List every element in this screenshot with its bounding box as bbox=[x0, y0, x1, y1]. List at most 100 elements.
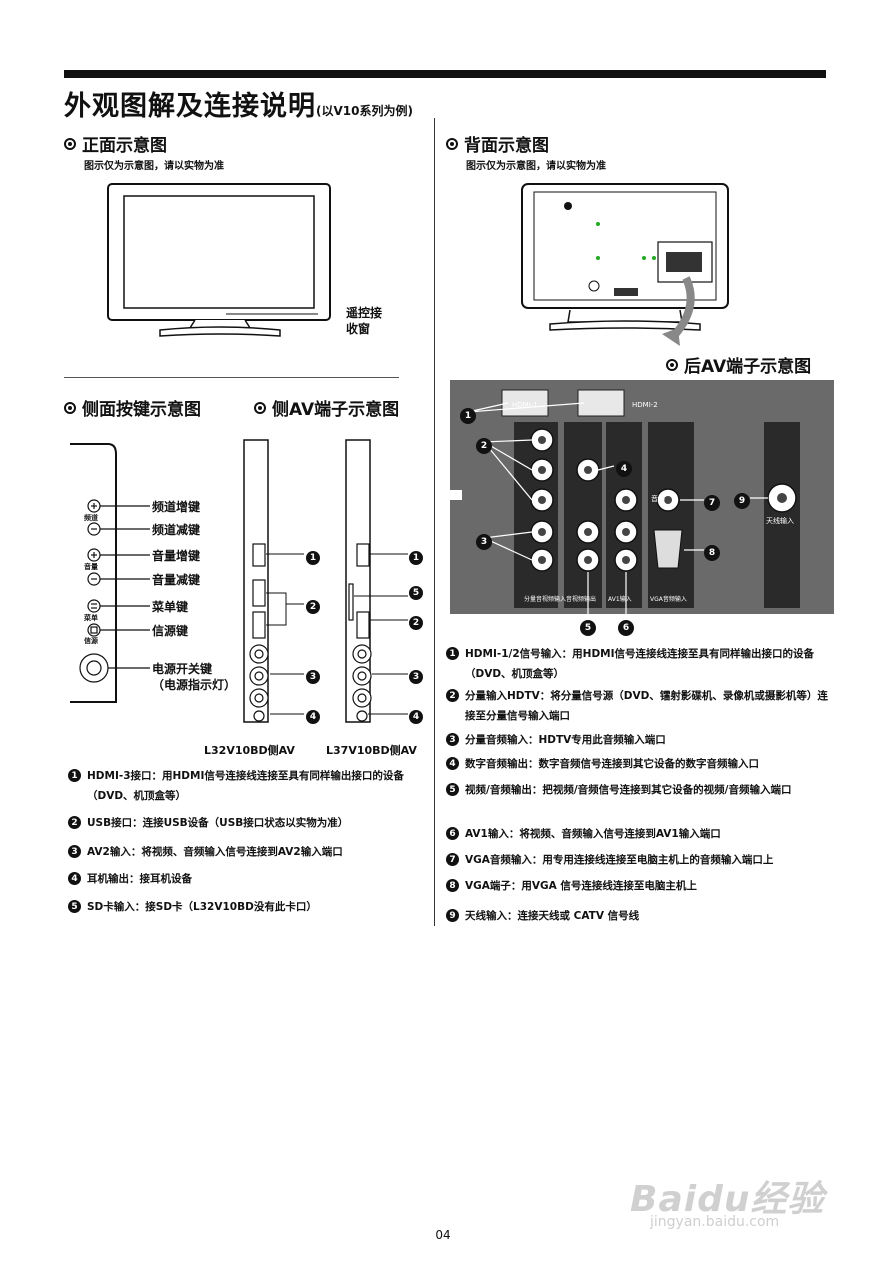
key-volume-down: 音量减键 bbox=[152, 573, 201, 587]
back-desc-8: 8 VGA端子：用VGA 信号连接线连接至电脑主机上 bbox=[446, 876, 838, 896]
label-source: 信源 bbox=[84, 637, 98, 645]
model-b-label: L37V10BD侧AV bbox=[326, 744, 417, 757]
callout-back-7: 7 bbox=[704, 495, 720, 511]
key-source: 信源键 bbox=[152, 624, 189, 638]
callout-back-4: 4 bbox=[616, 461, 632, 477]
callout-back-6: 6 bbox=[618, 620, 634, 636]
front-tv-illustration bbox=[107, 183, 331, 337]
panel-col2-label: 音视频输出 bbox=[566, 596, 597, 603]
desc-text: AV2输入：将视频、音频输入信号连接到AV2输入端口 bbox=[87, 846, 343, 858]
desc-num: 1 bbox=[68, 769, 81, 782]
callout-back-1: 1 bbox=[460, 408, 476, 424]
panel-col1-label: 分量音视频输入 bbox=[524, 596, 567, 603]
back-desc-9: 9 天线输入：连接天线或 CATV 信号线 bbox=[446, 906, 838, 926]
desc-num: 5 bbox=[446, 783, 459, 796]
desc-num: 3 bbox=[446, 733, 459, 746]
desc-num: 4 bbox=[446, 757, 459, 770]
desc-text: SD卡输入：接SD卡（L32V10BD没有此卡口） bbox=[87, 901, 317, 913]
title-subtitle: (以V10系列为例) bbox=[316, 104, 413, 118]
model-a-label: L32V10BD侧AV bbox=[204, 744, 295, 757]
desc-text: VGA音频输入：用专用连接线连接至电脑主机上的音频输入端口上 bbox=[465, 854, 774, 866]
panel-heading-text: 后AV端子示意图 bbox=[684, 357, 812, 377]
panel-hdmi1-label: HDMI-1 bbox=[512, 401, 538, 409]
desc-num: 8 bbox=[446, 879, 459, 892]
desc-num: 2 bbox=[446, 689, 459, 702]
key-channel-up: 频道增键 bbox=[152, 500, 201, 514]
section-divider bbox=[64, 377, 399, 378]
side-desc-1: 1 HDMI-3接口：用HDMI信号连接线连接至具有同样输出接口的设备（DVD、… bbox=[68, 766, 418, 806]
panel-heading: 后AV端子示意图 bbox=[666, 352, 811, 377]
desc-text: 视频/音频输出：把视频/音频信号连接到其它设备的视频/音频输入端口 bbox=[465, 784, 792, 796]
desc-num: 3 bbox=[68, 845, 81, 858]
back-tv-illustration bbox=[521, 183, 729, 346]
key-menu: 菜单键 bbox=[152, 600, 189, 614]
side-av-heading: 侧AV端子示意图 bbox=[254, 395, 399, 420]
desc-text: USB接口：连接USB设备（USB接口状态以实物为准） bbox=[87, 817, 349, 829]
label-channel: 频道 bbox=[84, 514, 98, 522]
callout-back-8: 8 bbox=[704, 545, 720, 561]
desc-num: 2 bbox=[68, 816, 81, 829]
desc-num: 5 bbox=[68, 900, 81, 913]
side-keys-heading-text: 侧面按键示意图 bbox=[82, 400, 201, 420]
front-heading: 正面示意图 bbox=[64, 131, 167, 156]
page-number: 04 bbox=[435, 1228, 451, 1242]
desc-text: AV1输入：将视频、音频输入信号连接到AV1输入端口 bbox=[465, 828, 721, 840]
back-desc-1: 1 HDMI-1/2信号输入：用HDMI信号连接线连接至具有同样输出接口的设备（… bbox=[446, 644, 838, 684]
side-av-panels bbox=[243, 439, 408, 723]
desc-text: 分量输入HDTV：将分量信号源（DVD、镭射影碟机、录像机或摄影机等）连接至分量… bbox=[465, 690, 828, 722]
label-menu: 菜单 bbox=[84, 614, 98, 622]
callout-side-b-5: 5 bbox=[409, 586, 423, 600]
watermark-url: jingyan.baidu.com bbox=[650, 1214, 780, 1230]
callout-side-a-4: 4 bbox=[306, 710, 320, 724]
side-desc-2: 2 USB接口：连接USB设备（USB接口状态以实物为准） bbox=[68, 813, 418, 833]
watermark-logo: Baidu经验 bbox=[630, 1179, 825, 1220]
desc-num: 1 bbox=[446, 647, 459, 660]
back-heading: 背面示意图 bbox=[446, 131, 549, 156]
callout-back-9: 9 bbox=[734, 493, 750, 509]
side-desc-4: 4 耳机输出：接耳机设备 bbox=[68, 869, 418, 889]
desc-num: 4 bbox=[68, 872, 81, 885]
remote-sensor-label-1: 遥控接 bbox=[346, 306, 383, 320]
panel-col3-label: AV1输入 bbox=[608, 596, 632, 603]
callout-back-2: 2 bbox=[476, 438, 492, 454]
callout-side-b-1: 1 bbox=[409, 551, 423, 565]
back-note: 图示仅为示意图，请以实物为准 bbox=[466, 161, 606, 172]
side-desc-3: 3 AV2输入：将视频、音频输入信号连接到AV2输入端口 bbox=[68, 842, 418, 862]
header-rule bbox=[64, 70, 826, 78]
panel-antenna-label: 天线输入 bbox=[766, 517, 794, 525]
desc-num: 9 bbox=[446, 909, 459, 922]
label-volume: 音量 bbox=[84, 563, 98, 571]
bullet-icon bbox=[64, 137, 76, 150]
callout-side-b-2: 2 bbox=[409, 616, 423, 630]
side-av-heading-text: 侧AV端子示意图 bbox=[272, 400, 400, 420]
title-text: 外观图解及连接说明 bbox=[64, 91, 316, 122]
front-heading-text: 正面示意图 bbox=[82, 136, 167, 156]
desc-num: 7 bbox=[446, 853, 459, 866]
page-title: 外观图解及连接说明(以V10系列为例) bbox=[64, 84, 413, 123]
back-desc-2: 2 分量输入HDTV：将分量信号源（DVD、镭射影碟机、录像机或摄影机等）连接至… bbox=[446, 686, 838, 726]
callout-side-b-4: 4 bbox=[409, 710, 423, 724]
desc-text: 分量音频输入：HDTV专用此音频输入端口 bbox=[465, 734, 666, 746]
callout-side-b-3: 3 bbox=[409, 670, 423, 684]
desc-text: VGA端子：用VGA 信号连接线连接至电脑主机上 bbox=[465, 880, 697, 892]
callout-side-a-2: 2 bbox=[306, 600, 320, 614]
desc-text: 数字音频输出：数字音频信号连接到其它设备的数字音频输入口 bbox=[465, 758, 759, 770]
desc-text: 耳机输出：接耳机设备 bbox=[87, 873, 192, 885]
callout-side-a-1: 1 bbox=[306, 551, 320, 565]
bullet-icon bbox=[666, 358, 678, 371]
back-heading-text: 背面示意图 bbox=[464, 136, 549, 156]
side-keys-panel bbox=[70, 443, 150, 703]
panel-hdmi2-label: HDMI-2 bbox=[632, 401, 658, 409]
column-divider bbox=[434, 118, 435, 926]
panel-vga-audio-label: 音频 bbox=[651, 495, 665, 503]
back-desc-7: 7 VGA音频输入：用专用连接线连接至电脑主机上的音频输入端口上 bbox=[446, 850, 838, 870]
back-desc-5: 5 视频/音频输出：把视频/音频信号连接到其它设备的视频/音频输入端口 bbox=[446, 780, 838, 800]
desc-num: 6 bbox=[446, 827, 459, 840]
front-note: 图示仅为示意图，请以实物为准 bbox=[84, 161, 224, 172]
key-volume-up: 音量增键 bbox=[152, 549, 201, 563]
rear-av-panel bbox=[448, 380, 834, 614]
back-desc-4: 4 数字音频输出：数字音频信号连接到其它设备的数字音频输入口 bbox=[446, 754, 838, 774]
side-keys-heading: 侧面按键示意图 bbox=[64, 395, 201, 420]
bullet-icon bbox=[254, 401, 266, 414]
callout-side-a-3: 3 bbox=[306, 670, 320, 684]
